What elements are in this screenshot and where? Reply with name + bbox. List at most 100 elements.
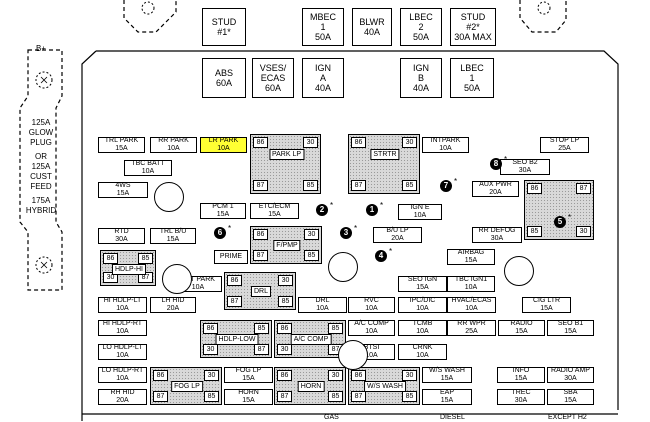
- fuse-label-line: BLWR: [359, 17, 385, 27]
- fuse-label-line: TRL B/U: [159, 228, 187, 235]
- relay-pin: 87: [253, 250, 268, 261]
- fuse-label-line: 20A: [166, 305, 180, 312]
- fuse-label-line: 10A: [316, 305, 329, 312]
- fuse-label-line: TREC: [511, 389, 531, 396]
- fuse-label-line: 10A: [464, 284, 478, 291]
- mount-hole-icon: [35, 256, 53, 274]
- relay-label: STRTR: [370, 149, 400, 160]
- fuse-block-outline: [81, 50, 619, 421]
- fuse-label-line: W/S WASH: [429, 367, 465, 374]
- relay-pin: 85: [304, 250, 319, 261]
- relay-pin: 87: [576, 183, 591, 194]
- fuse-label-line: RR PARK: [158, 137, 189, 144]
- fuse-label-line: LO HDLP-LT: [102, 344, 143, 351]
- fuse-label-line: ETC/ECM: [258, 203, 291, 210]
- relay-pin: 85: [402, 180, 417, 191]
- callout-number-7: 7: [440, 180, 452, 192]
- fuse-label-line: B/U LP: [386, 227, 409, 234]
- callout-number-6: 6: [214, 227, 226, 239]
- fuse-label-line: DRL: [315, 297, 330, 304]
- fuse-label-line: PRIME: [219, 253, 243, 260]
- fuse-label-line: 15A: [416, 284, 429, 291]
- left-feed-label: FEED: [30, 182, 52, 191]
- fuse-label-line: AIRBAG: [457, 249, 485, 256]
- fuse-label-line: RVC: [364, 297, 379, 304]
- relay-pin: 87: [227, 296, 242, 307]
- fuse-label-line: 10A: [167, 145, 180, 152]
- fuse-label-line: 10A: [217, 145, 230, 152]
- fuse-label-line: 15A: [440, 375, 454, 382]
- fuse-label-line: RR DEFOG: [478, 227, 516, 234]
- fuse-label-line: SEO IGN: [407, 276, 438, 283]
- relay-pin: 86: [351, 370, 366, 381]
- fuse-label-line: CIG LTR: [532, 297, 561, 304]
- fuse-label-line: #2*: [466, 22, 480, 32]
- callout-number-1: 1: [366, 204, 378, 216]
- fuse-label-line: 40A: [314, 83, 331, 93]
- fuse-prime: PRIME: [214, 250, 248, 264]
- relay-pin: 85: [328, 391, 343, 402]
- relay-pin: 30: [103, 272, 118, 283]
- relay-pin: 87: [277, 391, 292, 402]
- fuse-label-line: RADIO: [510, 320, 533, 327]
- fuse-label-line: LBEC: [409, 12, 433, 22]
- fuse-label-line: TBC IGN1: [454, 276, 488, 283]
- left-feed-label: CUST: [30, 172, 52, 181]
- fuse-label-line: TCMB: [412, 320, 433, 327]
- fuse-label-line: HI HDLP-LT: [103, 297, 142, 304]
- fuse-label-line: RR WPR: [457, 320, 486, 327]
- relay-label: DRL: [250, 286, 272, 297]
- fuse-label-line: HVAC/ECAS: [451, 297, 492, 304]
- relay-pin: 86: [103, 253, 118, 264]
- fuse-stud2: STUD#2*30A MAX: [450, 8, 496, 46]
- relay-label: HORN: [297, 381, 325, 392]
- fuse-label-line: 30A: [518, 167, 532, 174]
- left-feed-label: 125A: [31, 118, 51, 127]
- fuse-label-line: 10A: [365, 352, 378, 359]
- relay-pin: 86: [351, 137, 366, 148]
- fuse-label-line: LO HDLP-RT: [101, 367, 144, 374]
- fuse-label-line: VSES/: [259, 63, 287, 73]
- fuse-label-line: 15A: [515, 328, 528, 335]
- fuse-label-line: MBEC: [309, 12, 336, 22]
- callout-number-3: 3: [340, 227, 352, 239]
- callout-asterisk: *: [228, 224, 232, 233]
- relay-pin: 86: [277, 323, 292, 334]
- left-feed-label: OR: [35, 152, 47, 161]
- fuse-label-line: 10A: [465, 305, 478, 312]
- callout-asterisk: *: [504, 155, 508, 164]
- fuse-label-line: 10A: [416, 328, 429, 335]
- relay-pin: 30: [278, 275, 293, 286]
- mount-hole-mark: [40, 76, 48, 84]
- relay-pin: 87: [253, 180, 268, 191]
- relay-pin: 30: [402, 137, 417, 148]
- fuse-label-line: HORN: [238, 389, 259, 396]
- fuse-label-line: FRT PARK: [181, 276, 215, 283]
- fuse-label-line: 15A: [216, 211, 230, 218]
- fuse-label-line: IGN E: [410, 204, 430, 211]
